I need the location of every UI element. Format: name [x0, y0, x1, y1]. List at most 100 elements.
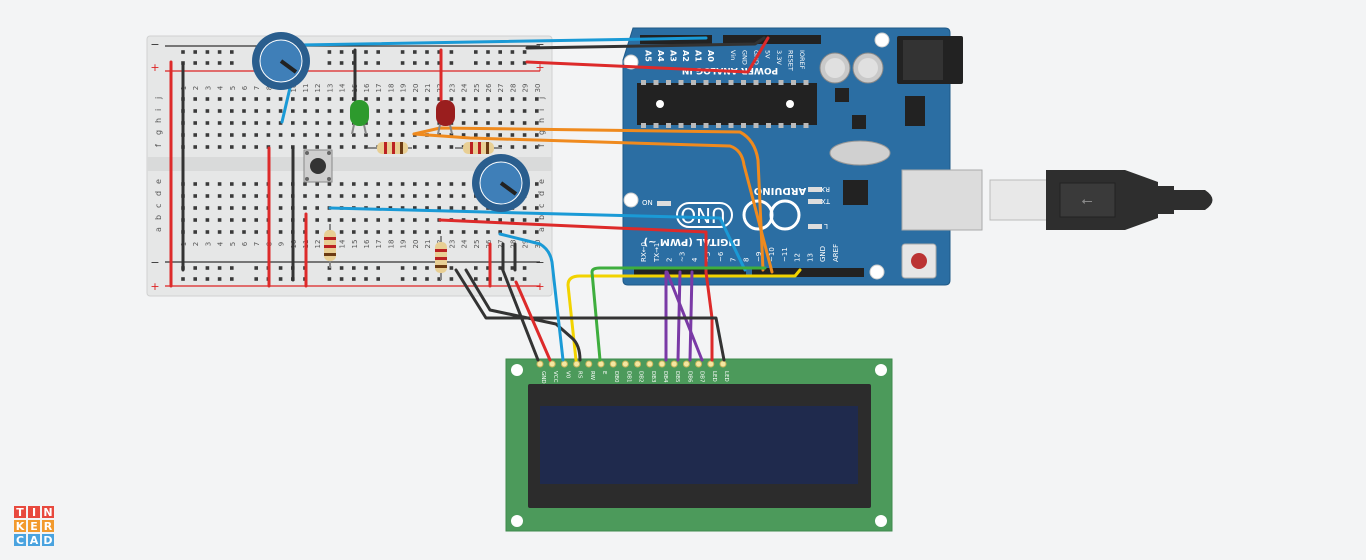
arduino-brand-label: ARDUINO [754, 185, 806, 196]
lcd-pin[interactable] [560, 360, 568, 368]
wire-purple-db7 [665, 270, 704, 362]
row-letter: h [154, 118, 163, 123]
lcd-pin[interactable] [695, 360, 703, 368]
digital-pin-label: 7 [730, 258, 738, 262]
arduino-model-label: UNO [680, 203, 725, 227]
column-number: 17 [375, 84, 383, 93]
lcd-pin[interactable] [609, 360, 617, 368]
digital-pin-label: 12 [794, 253, 802, 262]
column-number: 12 [314, 240, 322, 249]
lcd-pin[interactable] [634, 360, 642, 368]
lcd-pin[interactable] [707, 360, 715, 368]
row-letter: h [537, 118, 546, 123]
logo-letter: K [13, 519, 27, 533]
analog-pin-label: A3 [669, 50, 678, 62]
led-green[interactable] [350, 100, 369, 135]
digital-pin-label: 2 [666, 258, 674, 262]
rx-label: RX [820, 185, 830, 193]
wire-purple-db5 [676, 270, 682, 362]
row-letter: b [537, 215, 546, 220]
column-number: 16 [363, 83, 371, 92]
row-letter: i [154, 109, 163, 111]
wire-gnd-rail [525, 36, 766, 50]
digital-pin-label: ~9 [755, 252, 763, 262]
pushbutton[interactable] [303, 149, 333, 183]
column-number: 18 [387, 84, 395, 93]
lcd-pin[interactable] [585, 360, 593, 368]
rail-sign: + [535, 280, 544, 293]
power-pin-label: GND [741, 50, 749, 65]
column-number: 6 [241, 85, 249, 90]
tx-label: TX [821, 197, 831, 205]
digital-pin-label: ~11 [781, 247, 789, 262]
row-letter: a [537, 227, 546, 232]
logo-letter: R [41, 519, 55, 533]
column-number: 24 [461, 239, 469, 248]
rail-sign: − [535, 38, 544, 51]
column-number: 5 [229, 86, 237, 90]
resistor-4[interactable] [435, 236, 447, 280]
lcd-pin[interactable] [597, 360, 605, 368]
resistor-1[interactable] [368, 142, 412, 154]
lcd-pin[interactable] [682, 360, 690, 368]
lcd-pin[interactable] [646, 360, 654, 368]
column-number: 6 [241, 241, 249, 246]
lcd-pin-label: DB2 [638, 371, 644, 383]
digital-pin-label: 13 [806, 253, 814, 262]
resistor-3[interactable] [324, 224, 336, 268]
column-number: 11 [302, 84, 310, 93]
usb-cable[interactable]: ⭠ [989, 170, 1213, 230]
column-number: 2 [192, 242, 200, 246]
resistor-2[interactable] [455, 142, 502, 154]
potentiometer-1[interactable] [252, 32, 310, 90]
lcd-pin[interactable] [573, 360, 581, 368]
column-number: 17 [375, 240, 383, 249]
power-pin-label: 5V [764, 50, 772, 59]
column-number: 20 [412, 84, 420, 93]
column-number: 26 [485, 83, 493, 92]
analog-pin-label: A5 [644, 50, 653, 62]
lcd-pin[interactable] [719, 360, 727, 368]
wire-green-e [590, 266, 767, 362]
digital-pin-label: GND [819, 246, 827, 262]
analog-pin-label: A0 [706, 50, 715, 62]
rail-sign: + [535, 61, 544, 74]
column-number: 2 [192, 86, 200, 90]
led-red[interactable] [436, 100, 455, 135]
power-pin-label: Vin [729, 50, 737, 60]
wire-blue-lcd-v0 [498, 232, 565, 362]
column-number: 9 [278, 242, 286, 246]
lcd-pin[interactable] [536, 360, 544, 368]
logo-letter: D [41, 533, 55, 547]
arduino-uno-board[interactable]: UNO ARDUINO DIGITAL (PWM ~) POWER ANALOG… [622, 27, 983, 286]
column-number: 3 [204, 86, 212, 90]
row-letter: j [154, 97, 163, 100]
lcd-pin[interactable] [658, 360, 666, 368]
digital-label: DIGITAL (PWM ~) [644, 236, 741, 247]
potentiometer-2[interactable] [472, 154, 530, 212]
wire-red-lcd-vcc [514, 280, 552, 362]
column-number: 23 [448, 84, 456, 93]
column-number: 12 [314, 84, 322, 93]
digital-pin-label: 4 [691, 257, 699, 262]
logo-letter: E [27, 519, 41, 533]
logo-letter: T [13, 505, 27, 519]
lcd-pin-label: V0 [564, 371, 570, 379]
wire-black-lcd-1 [454, 268, 726, 362]
row-letter: d [537, 191, 546, 196]
column-number: 7 [253, 242, 261, 246]
row-letter: i [537, 109, 546, 111]
lcd-pin[interactable] [670, 360, 678, 368]
row-letter: e [537, 179, 546, 184]
column-number: 21 [424, 84, 432, 93]
column-number: 27 [497, 240, 505, 249]
lcd-pin[interactable] [548, 360, 556, 368]
lcd-pin-label: LED [723, 371, 729, 382]
lcd-pin[interactable] [621, 360, 629, 368]
rail-sign: − [150, 256, 159, 269]
lcd-pin-label: DB3 [650, 371, 656, 383]
row-letter: d [154, 191, 163, 196]
column-number: 3 [204, 242, 212, 246]
